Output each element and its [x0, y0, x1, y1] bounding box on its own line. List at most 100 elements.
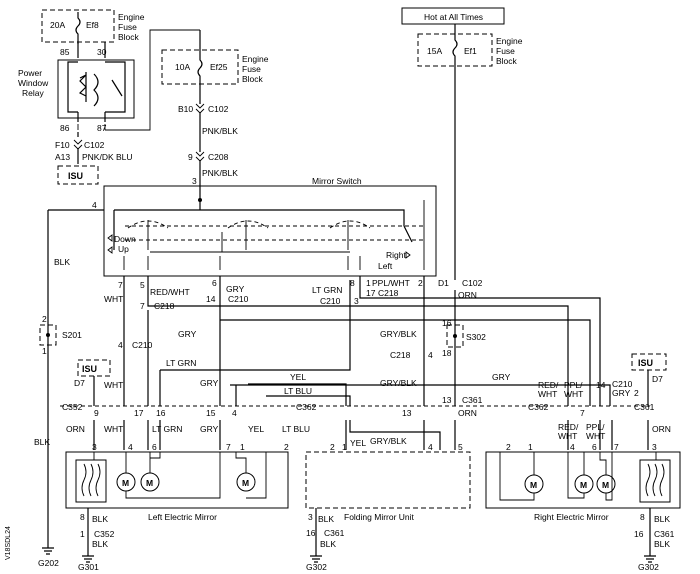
conn-pin3: 3 — [192, 176, 197, 186]
wire-gry-blk-label-1: GRY/BLK — [380, 329, 417, 339]
s201-pin2: 2 — [42, 314, 47, 324]
c208-connector — [195, 151, 205, 162]
lm-pin7: 7 — [226, 442, 231, 452]
low-ltblu: LT BLU — [282, 424, 310, 434]
switch-bus — [48, 190, 413, 250]
conn-c361-top: C361 — [634, 402, 655, 412]
lower-wire-labels: WHT LT GRN GRY YEL LT BLU YEL GRY/BLK RE… — [104, 379, 633, 450]
rm-pin3: 3 — [652, 442, 657, 452]
rm-blk-2: BLK — [654, 539, 670, 549]
low-gry-right: GRY — [612, 388, 631, 398]
wire-gry-label-2: GRY — [178, 329, 197, 339]
conn-d7-right: D7 — [652, 374, 663, 384]
conn-row-pin13: 13 — [402, 408, 412, 418]
g202-ground-symbol — [42, 547, 54, 555]
wire-orn-left: ORN — [66, 424, 85, 434]
wire-pnk-dk-blu: PNK/DK BLU — [82, 152, 133, 162]
wire-red-wht-left — [147, 276, 569, 450]
right-mirror-internal — [499, 452, 657, 501]
low-redwht-1: RED/ — [538, 380, 559, 390]
fu-pin16: 16 — [306, 528, 316, 538]
fu-pin1: 1 — [342, 442, 347, 452]
conn-c352-top: C352 — [62, 402, 83, 412]
fu-pin3: 3 — [308, 512, 313, 522]
lm-pin8: 8 — [80, 512, 85, 522]
wire-gry-label-4: GRY — [492, 372, 511, 382]
lm-ground-symbol — [82, 555, 94, 563]
wire-gry-label-3: GRY — [200, 378, 219, 388]
wire-yel-ltblu — [235, 383, 351, 406]
relay-inductor — [93, 73, 99, 107]
fuse-ef25-symbol — [197, 30, 203, 104]
fuse-ef1-group: Hot at All Times 15A Ef1 Engine Fuse Blo… — [401, 7, 523, 280]
low-pplwht-2: WHT — [564, 389, 583, 399]
wire-lt-grn-label-2: LT GRN — [312, 285, 342, 295]
switch-pin8: 8 — [350, 278, 355, 288]
left-motor-3-label: M — [242, 478, 249, 488]
wire-gry-right — [230, 384, 611, 406]
left-mirror-label: Left Electric Mirror — [148, 512, 217, 522]
conn-c218-left: C218 — [154, 301, 175, 311]
folding-mirror-unit: Folding Mirror Unit 2 1 4 5 3 BLK 16 C36… — [305, 442, 471, 572]
wire-orn-label-2: ORN — [458, 408, 477, 418]
switch-contacts — [147, 220, 350, 253]
wire-ltblu-label: LT BLU — [284, 386, 312, 396]
conn-c362-right: C362 — [528, 402, 549, 412]
switch-up-label: Up — [118, 244, 129, 254]
relay-coil — [78, 72, 87, 102]
left-feed-connector — [73, 139, 83, 150]
conn-c102-mid: C102 — [208, 104, 229, 114]
rm-pin1: 1 — [528, 442, 533, 452]
relay-name-1: Power — [18, 68, 42, 78]
conn-row-pin7: 7 — [580, 408, 585, 418]
fu-blk-1: BLK — [318, 514, 334, 524]
rm-blk-1: BLK — [654, 514, 670, 524]
left-motor-2-label: M — [146, 478, 153, 488]
low-gryblk: GRY/BLK — [370, 436, 407, 446]
ground-g302a: G302 — [306, 562, 327, 572]
s201-label: S201 — [62, 330, 82, 340]
right-mirror-label: Right Electric Mirror — [534, 512, 609, 522]
switch-pin1: 1 — [366, 278, 371, 288]
wire-orn-label-1: ORN — [458, 290, 477, 300]
fuse-ef1-rating: 15A — [427, 46, 442, 56]
left-mirror-internal — [93, 452, 267, 499]
conn-b10: B10 — [178, 104, 193, 114]
isu-label-right: ISU — [638, 358, 653, 368]
conn-ltgrn-pin3: 3 — [354, 296, 359, 306]
wire-lt-grn-label-1: LT GRN — [166, 358, 196, 368]
wire-ppl-wht-label-1: PPL/WHT — [372, 278, 410, 288]
switch-linkage — [125, 225, 425, 241]
conn-row-pin15: 15 — [206, 408, 216, 418]
conn-ltgrn-c210: C210 — [320, 296, 341, 306]
switch-pin2: 2 — [418, 278, 423, 288]
fuse-ef25-rating: 10A — [175, 62, 190, 72]
mirror-switch-box — [103, 185, 437, 277]
fu-ground-symbol — [310, 555, 322, 563]
wire-gry-blk-label-2: GRY/BLK — [380, 378, 417, 388]
fuse-ef8-block-3: Block — [118, 32, 140, 42]
left-heater — [75, 459, 107, 503]
right-heater-coils — [645, 463, 665, 497]
left-mirror-box — [65, 451, 289, 509]
rm-pin6: 6 — [592, 442, 597, 452]
wire-gry-label-1: GRY — [226, 284, 245, 294]
fuse-ef25-block-1: Engine — [242, 54, 269, 64]
wire-pnk-blk-1: PNK/BLK — [202, 126, 238, 136]
connector-row: C352 C362 C362 C361 9 17 16 15 4 13 7 2 — [60, 388, 655, 418]
switch-pin6: 6 — [212, 278, 217, 288]
conn-d7-left: D7 — [74, 378, 85, 388]
lm-pin6: 6 — [152, 442, 157, 452]
conn-row-pin4: 4 — [232, 408, 237, 418]
s302-box — [446, 324, 464, 348]
side-code: V18SDL24 — [5, 526, 12, 560]
relay-wiring — [67, 42, 126, 122]
fuse-ef1-block-3: Block — [496, 56, 518, 66]
switch-right-label: Right — [386, 250, 406, 260]
conn-f10: F10 — [55, 140, 70, 150]
fu-pin4: 4 — [428, 442, 433, 452]
relay-pin-86: 86 — [60, 123, 70, 133]
conn-wht-c210: C210 — [132, 340, 153, 350]
conn-row-right-pin2: 2 — [634, 388, 639, 398]
